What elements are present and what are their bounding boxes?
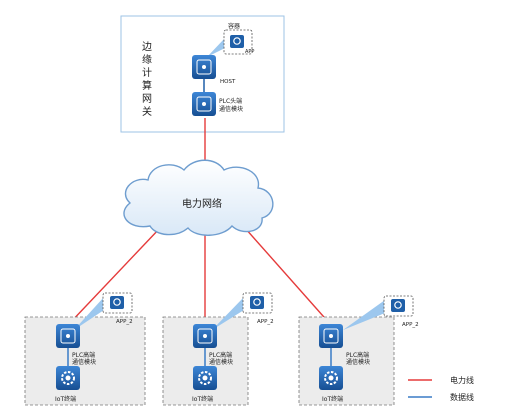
power-network-cloud <box>123 159 274 236</box>
terminal-box <box>298 316 395 406</box>
iot-label: IoT终端 <box>192 395 213 403</box>
terminal-app-callout <box>74 297 104 330</box>
terminal-plc-label-line2: 通信模块 <box>209 358 233 366</box>
power-line-terminal-1 <box>67 227 161 326</box>
iot-device-core <box>65 375 71 381</box>
iot-device-gear-icon <box>324 371 338 385</box>
terminal-app-label: APP_2 <box>116 319 133 325</box>
terminal-app-callout <box>212 297 244 330</box>
gateway-title-char: 计 <box>142 66 152 79</box>
legend-power-line-label: 电力线 <box>450 375 474 385</box>
terminal-app-icon <box>250 296 264 309</box>
terminal-plc-device-inner <box>60 328 76 344</box>
iot-device-gear-icon <box>198 371 212 385</box>
app-gear-icon <box>233 37 241 45</box>
terminal-1: APP_2 PLC高端 通信模块 IoT终端 <box>24 292 146 406</box>
iot-device-core <box>202 375 208 381</box>
terminal-plc-device-inner <box>323 328 339 344</box>
plc-head-label-line2: 通信模块 <box>219 105 243 113</box>
legend-data-line-label: 数据线 <box>450 392 474 402</box>
terminal-plc-device-dot <box>203 334 207 338</box>
terminal-app-icon <box>110 296 124 309</box>
terminal-plc-label-line1: PLC高端 <box>346 351 369 359</box>
terminal-app-callout <box>343 300 385 330</box>
container-label: 容器 <box>228 22 240 30</box>
gateway-title-char: 关 <box>142 105 152 118</box>
terminal-2: APP_2 PLC高端 通信模块 IoT终端 <box>162 292 274 406</box>
terminal-app-gear-icon <box>253 298 261 306</box>
gateway-title-char: 算 <box>142 79 152 92</box>
iot-label: IoT终端 <box>55 395 76 403</box>
plc-head-device-dot <box>202 102 206 106</box>
plc-head-device-inner <box>196 96 212 112</box>
host-device-dot <box>202 65 206 69</box>
terminal-app-gear-icon <box>113 298 121 306</box>
terminal-box <box>24 316 146 406</box>
host-device-inner <box>196 59 212 75</box>
app-label: APP <box>245 49 254 55</box>
iot-device-core <box>328 375 334 381</box>
terminal-3: APP_2 PLC高端 通信模块 IoT终端 <box>298 295 419 406</box>
app-icon <box>230 35 244 48</box>
host-label: HOST <box>220 79 236 85</box>
terminal-plc-label-line1: PLC高端 <box>209 351 232 359</box>
terminal-app-label: APP_2 <box>402 322 419 328</box>
legend: 电力线 数据线 <box>408 375 474 402</box>
terminal-plc-device-inner <box>197 328 213 344</box>
terminal-app-gear-icon <box>394 301 402 309</box>
plc-head-label-line1: PLC头端 <box>219 97 242 105</box>
gateway-title-char: 边 <box>142 41 152 53</box>
terminal-plc-device-dot <box>66 334 70 338</box>
gateway-title-char: 缘 <box>142 53 152 66</box>
gateway-title: 边 缘 计 算 网 关 <box>142 41 152 118</box>
iot-device-gear-icon <box>61 371 75 385</box>
terminal-plc-label-line1: PLC高端 <box>72 351 95 359</box>
power-line-terminal-3 <box>244 227 332 326</box>
container-callout <box>207 38 225 57</box>
gateway-title-char: 网 <box>142 93 152 105</box>
terminal-plc-label-line2: 通信模块 <box>72 358 96 366</box>
terminal-plc-label-line2: 通信模块 <box>346 358 370 366</box>
cloud-label: 电力网络 <box>182 197 222 210</box>
terminal-app-icon <box>391 299 405 312</box>
iot-label: IoT终端 <box>322 395 343 403</box>
terminal-app-label: APP_2 <box>257 319 274 325</box>
terminal-plc-device-dot <box>329 334 333 338</box>
